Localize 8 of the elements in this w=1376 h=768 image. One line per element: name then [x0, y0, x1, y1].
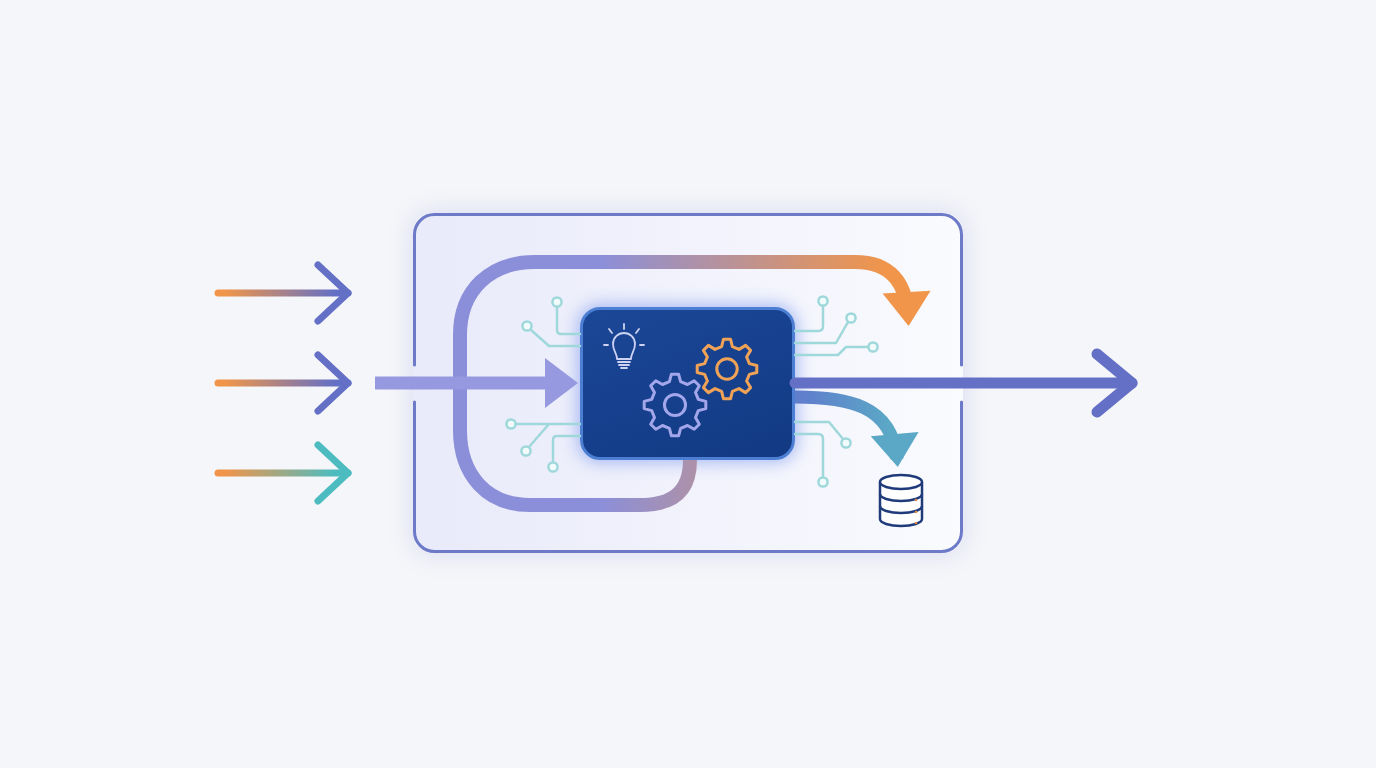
- arrow: [214, 441, 352, 505]
- curved-arrow: [794, 390, 917, 467]
- processor-box: [580, 307, 795, 460]
- arrow: [375, 358, 578, 408]
- arrow: [789, 348, 1138, 418]
- arrow: [214, 351, 352, 415]
- arrow: [214, 261, 352, 325]
- database-icon: [877, 473, 925, 528]
